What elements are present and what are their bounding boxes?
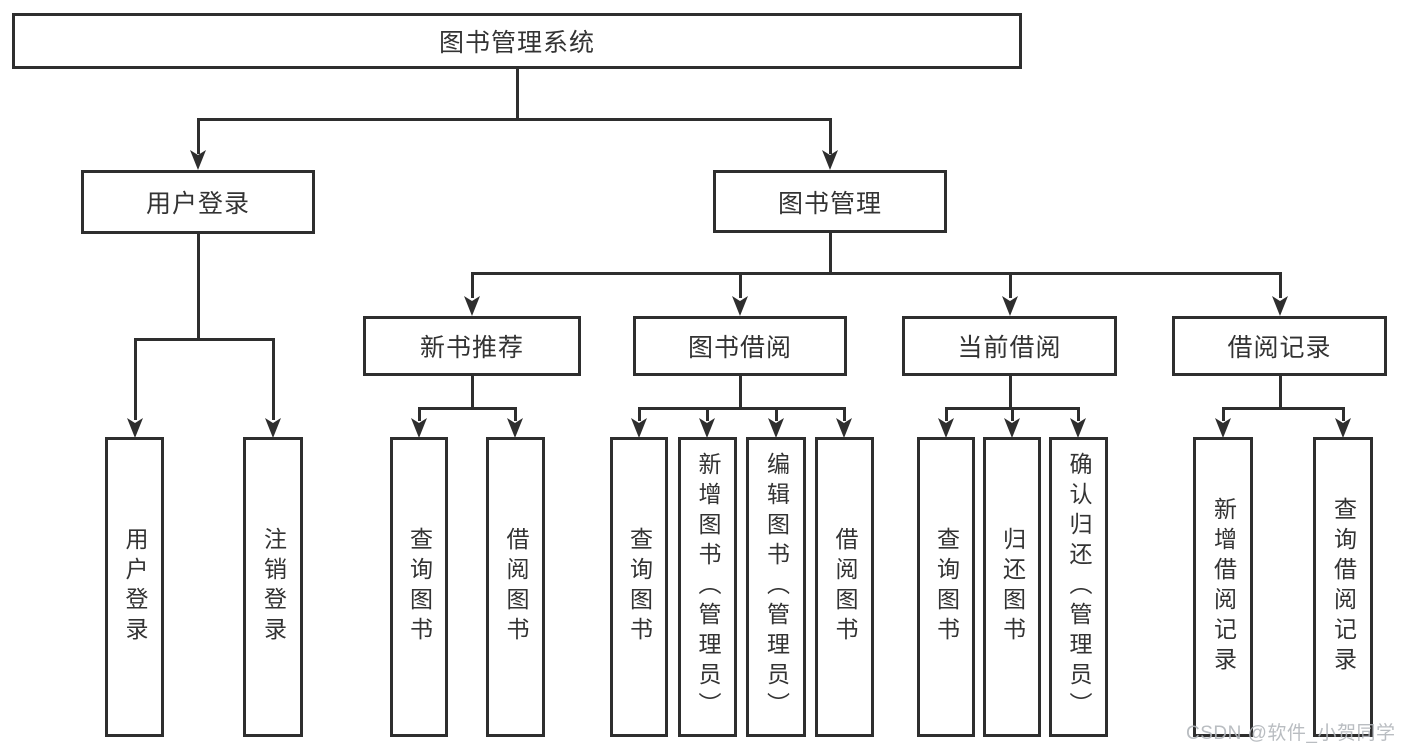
arrowhead-down-icon	[938, 418, 954, 438]
leaf-label: 用户登录	[122, 527, 148, 647]
node-borrowing-records: 借阅记录	[1172, 316, 1387, 376]
leaf-return-books: 归还图书	[983, 437, 1041, 737]
leaf-borrow-books-borrowing: 借阅图书	[815, 437, 874, 737]
node-label: 图书管理系统	[438, 29, 595, 57]
leaf-query-books-current: 查询图书	[917, 437, 975, 737]
leaf-label: 新增借阅记录	[1210, 497, 1237, 677]
leaf-query-borrow-record: 查询借阅记录	[1313, 437, 1373, 737]
connector-line	[196, 234, 200, 338]
connector-line	[513, 407, 517, 421]
leaf-label: 查询图书	[933, 527, 960, 647]
connector-line	[637, 407, 641, 421]
connector-line	[705, 407, 709, 421]
node-book-management: 图书管理	[713, 170, 947, 233]
node-book-borrowing: 图书借阅	[633, 316, 847, 376]
leaf-add-books-admin: 新增图书（管理员）	[678, 437, 737, 737]
leaf-query-books-recommend: 查询图书	[390, 437, 448, 737]
connector-line	[271, 338, 275, 420]
connector-line	[1008, 376, 1012, 407]
connector-line	[470, 272, 1282, 275]
arrowhead-down-icon	[127, 418, 143, 438]
leaf-label: 归还图书	[999, 527, 1026, 647]
leaf-borrow-books-recommend: 借阅图书	[486, 437, 545, 737]
arrowhead-down-icon	[836, 418, 852, 438]
connector-line	[1010, 407, 1014, 421]
node-user-login: 用户登录	[81, 170, 315, 234]
node-label: 当前借阅	[957, 334, 1062, 362]
arrowhead-down-icon	[411, 418, 427, 438]
leaf-confirm-return-admin: 确认归还（管理员）	[1049, 437, 1108, 737]
connector-line	[1221, 407, 1345, 410]
leaf-add-borrow-record: 新增借阅记录	[1193, 437, 1253, 737]
connector-line	[944, 407, 948, 421]
node-new-book-recommendation: 新书推荐	[363, 316, 581, 376]
node-library-management-system: 图书管理系统	[12, 13, 1022, 69]
leaf-label: 查询借阅记录	[1330, 497, 1357, 677]
connector-line	[196, 118, 832, 121]
arrowhead-down-icon	[265, 418, 281, 438]
connector-line	[1008, 272, 1012, 298]
connector-line	[828, 233, 832, 272]
leaf-label: 确认归还（管理员）	[1066, 452, 1092, 722]
connector-line	[774, 407, 778, 421]
connector-line	[417, 407, 517, 410]
connector-line	[1341, 407, 1345, 421]
connector-line	[738, 376, 742, 407]
node-label: 图书借阅	[687, 334, 792, 362]
leaf-logout: 注销登录	[243, 437, 303, 737]
node-label: 图书管理	[777, 189, 882, 218]
arrowhead-down-icon	[1335, 418, 1351, 438]
connector-line	[133, 338, 137, 420]
connector-line	[196, 118, 200, 154]
arrowhead-down-icon	[507, 418, 523, 438]
arrowhead-down-icon	[1215, 418, 1231, 438]
arrowhead-down-icon	[631, 418, 647, 438]
leaf-label: 查询图书	[406, 527, 433, 647]
connector-line	[470, 376, 474, 407]
connector-line	[637, 407, 846, 410]
leaf-label: 查询图书	[626, 527, 653, 647]
leaf-label: 编辑图书（管理员）	[763, 452, 790, 722]
arrowhead-down-icon	[1004, 418, 1020, 438]
arrowhead-down-icon	[1002, 296, 1018, 316]
node-current-borrowing: 当前借阅	[902, 316, 1117, 376]
connector-line	[1221, 407, 1225, 421]
connector-line	[470, 272, 474, 298]
leaf-label: 借阅图书	[832, 527, 858, 647]
connector-line	[738, 272, 742, 298]
node-label: 新书推荐	[419, 334, 524, 362]
connector-line	[828, 118, 832, 154]
connector-line	[842, 407, 846, 421]
node-label: 借阅记录	[1227, 334, 1332, 362]
leaf-user-login: 用户登录	[105, 437, 164, 737]
arrowhead-down-icon	[1070, 418, 1086, 438]
connector-line	[417, 407, 421, 421]
arrowhead-down-icon	[1272, 296, 1288, 316]
arrowhead-down-icon	[768, 418, 784, 438]
leaf-label: 新增图书（管理员）	[695, 452, 721, 722]
watermark: CSDN @软件_小贺同学	[1186, 723, 1396, 744]
arrowhead-down-icon	[699, 418, 715, 438]
connector-line	[1278, 272, 1282, 298]
leaf-label: 注销登录	[260, 527, 287, 647]
connector-line	[515, 69, 519, 118]
leaf-query-books-borrowing: 查询图书	[610, 437, 668, 737]
connector-line	[1278, 376, 1282, 407]
leaf-label: 借阅图书	[503, 527, 529, 647]
connector-line	[1076, 407, 1080, 421]
node-label: 用户登录	[145, 190, 250, 218]
arrowhead-down-icon	[464, 296, 480, 316]
arrowhead-down-icon	[732, 296, 748, 316]
connector-line	[133, 338, 275, 341]
leaf-edit-books-admin: 编辑图书（管理员）	[746, 437, 806, 737]
